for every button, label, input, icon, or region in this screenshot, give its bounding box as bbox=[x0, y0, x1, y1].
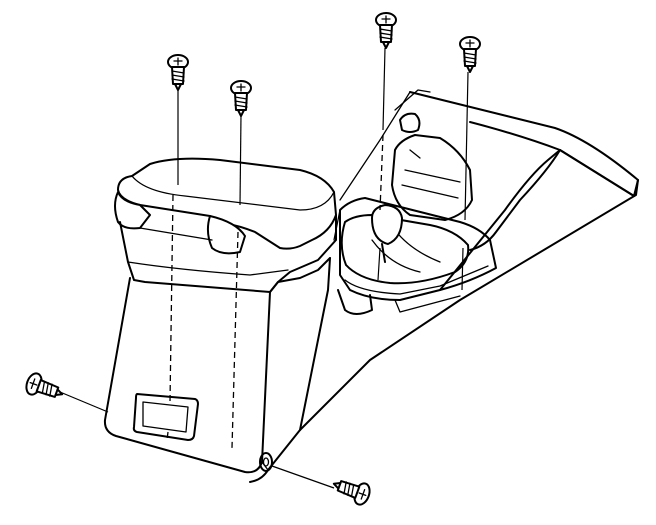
top-screw-2 bbox=[230, 80, 252, 117]
shift-boot bbox=[340, 214, 470, 285]
brake-button-icon bbox=[399, 112, 421, 133]
console-front-section bbox=[249, 89, 639, 483]
front-grille bbox=[132, 393, 199, 441]
parking-brake bbox=[391, 112, 473, 221]
top-screw-3 bbox=[375, 12, 397, 49]
side-screw-hole bbox=[259, 452, 273, 472]
side-screw-left bbox=[25, 372, 64, 398]
console-body bbox=[103, 257, 331, 474]
shift-knob-icon bbox=[371, 204, 403, 263]
top-screw-4 bbox=[459, 36, 481, 73]
top-screw-1 bbox=[167, 54, 189, 91]
armrest-lid bbox=[114, 157, 337, 255]
screw-guide-lines bbox=[59, 47, 469, 489]
side-screw-right bbox=[332, 480, 371, 506]
shifter-tray bbox=[337, 197, 497, 315]
